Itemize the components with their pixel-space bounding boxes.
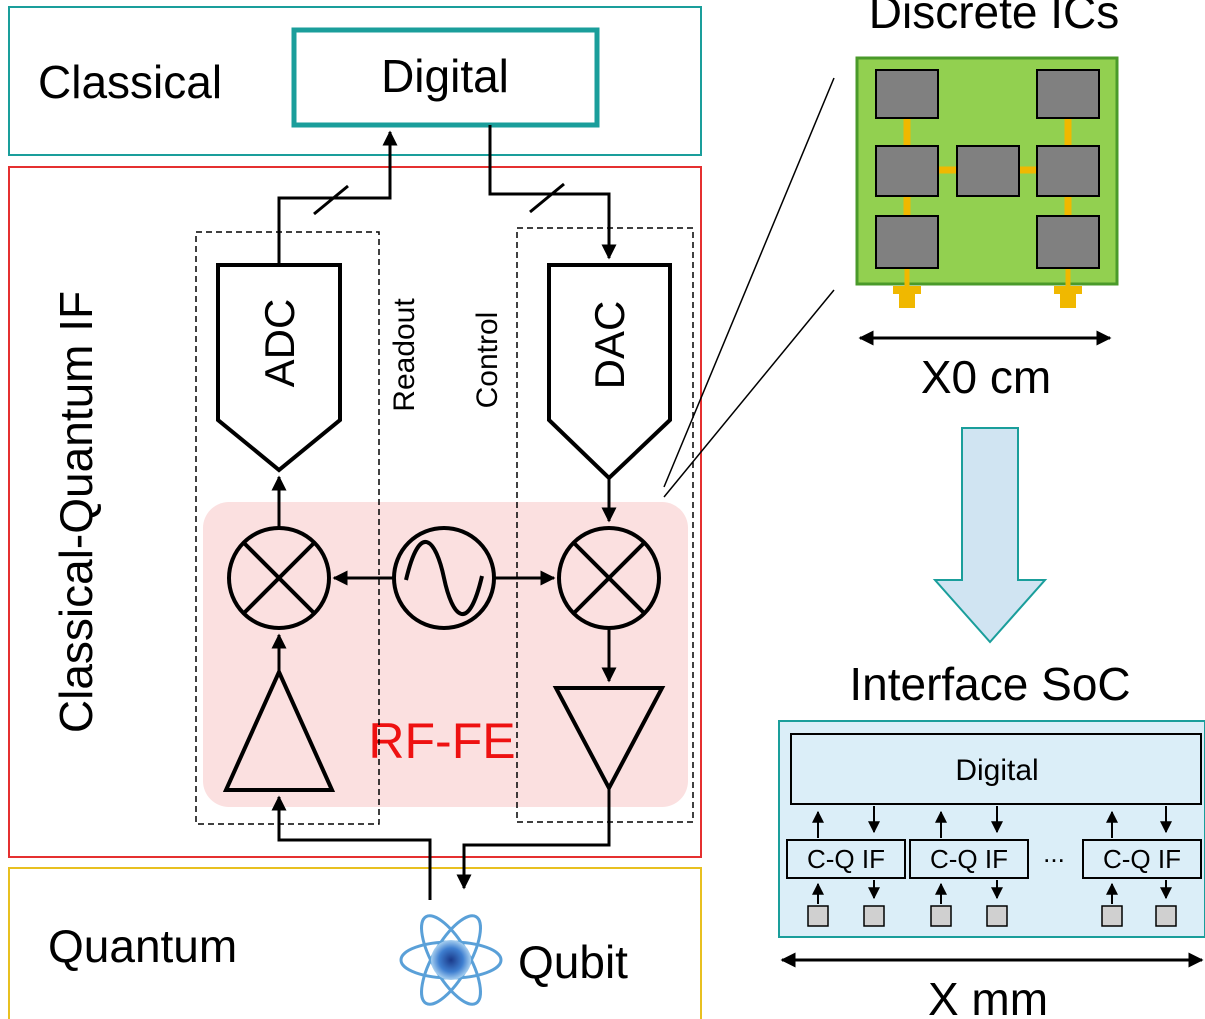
quantum-region — [8, 867, 702, 1019]
soc-cq-if-2: C-Q IF — [909, 806, 1029, 927]
rf-fe-label: RF-FE — [368, 713, 515, 769]
digital-to-dac-wire — [488, 125, 617, 260]
soc-cq-if-1: C-Q IF — [786, 806, 906, 927]
control-label: Control — [471, 312, 504, 409]
bus-slash-right — [529, 182, 565, 214]
soc-size-label: X mm — [928, 973, 1048, 1019]
adc-label: ADC — [256, 299, 303, 388]
soc-ellipsis: ... — [1043, 838, 1065, 868]
interface-region — [8, 166, 702, 858]
classical-label: Classical — [38, 56, 222, 108]
readout-amplifier — [222, 667, 336, 792]
dac-label: DAC — [586, 301, 633, 390]
qubit-label: Qubit — [518, 936, 628, 988]
zoom-line-top — [663, 77, 835, 488]
digital-block — [291, 27, 600, 128]
readout-group — [195, 231, 380, 825]
svg-text:C-Q IF: C-Q IF — [1103, 844, 1181, 874]
interface-label: Classical-Quantum IF — [50, 291, 102, 733]
discrete-title: Discrete ICs — [869, 0, 1119, 38]
dac-block — [547, 263, 672, 481]
qubit-to-lna-wire — [271, 795, 432, 900]
soc-cq-if-n: C-Q IF — [1082, 806, 1202, 927]
classical-region — [8, 6, 702, 156]
svg-text:C-Q IF: C-Q IF — [930, 844, 1008, 874]
rf-fe-area — [203, 502, 688, 807]
zoom-line-bottom — [663, 289, 835, 498]
readout-label: Readout — [388, 298, 421, 412]
control-amplifier — [552, 686, 666, 793]
soc-digital-block — [790, 733, 1202, 805]
adc-block — [216, 263, 342, 473]
quantum-label: Quantum — [48, 920, 237, 972]
digital-block-label: Digital — [381, 50, 509, 102]
control-group — [516, 227, 694, 823]
scale-down-arrow — [932, 427, 1048, 644]
qubit-atom-icon — [399, 914, 503, 1006]
discrete-size-label: X0 cm — [921, 351, 1051, 403]
soc-digital-label: Digital — [955, 754, 1038, 787]
bus-slash-left — [313, 184, 349, 216]
pcb-board — [855, 56, 1119, 308]
soc-title: Interface SoC — [849, 658, 1130, 710]
pa-to-qubit-wire — [456, 788, 611, 890]
svg-text:C-Q IF: C-Q IF — [807, 844, 885, 874]
